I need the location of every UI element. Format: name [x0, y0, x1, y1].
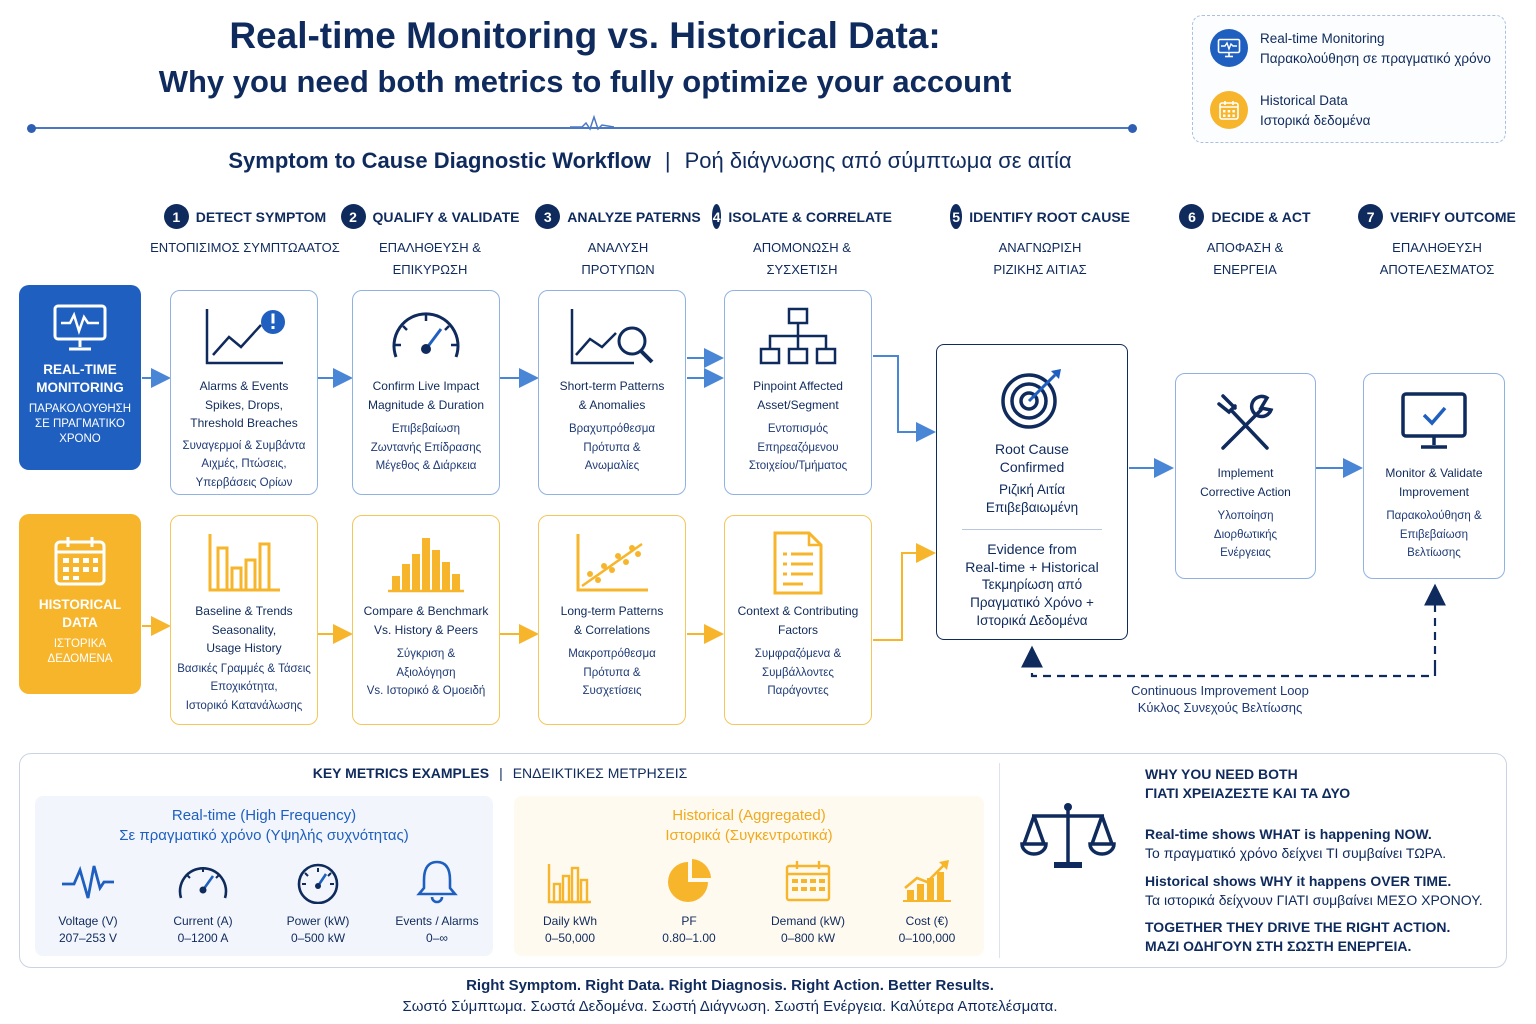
metric-demand: Demand (kW)0–800 kW — [753, 858, 863, 947]
rule-dot-right — [1128, 124, 1137, 133]
chart-magnifier-icon — [570, 309, 654, 365]
pie-chart-icon — [668, 859, 711, 902]
metric-cost: Cost (€)0–100,000 — [872, 858, 982, 947]
waveform-icon — [62, 865, 114, 899]
growth-chart-icon — [903, 860, 951, 902]
calendar-icon — [785, 861, 831, 902]
key-metrics-title: KEY METRICS EXAMPLES|ΕΝΔΕΙΚΤΙΚΕΣ ΜΕΤΡΗΣΕ… — [312, 765, 688, 781]
scatter-plot-icon — [576, 534, 648, 592]
document-icon — [773, 531, 823, 595]
why-line-realtime: Real-time shows WHAT is happening NOW.Το… — [1145, 826, 1447, 861]
why-line-historical: Historical shows WHY it happens OVER TIM… — [1145, 873, 1483, 908]
monitor-waveform-icon — [1210, 29, 1248, 67]
bar-chart-icon — [547, 864, 591, 904]
histogram-icon — [388, 538, 464, 593]
rule-pulse-icon — [570, 114, 614, 131]
legend-realtime: Real-time Monitoring Παρακολούθηση σε πρ… — [1260, 31, 1491, 66]
card-short-term-patterns: Short-term Patterns& Anomalies Βραχυπρόθ… — [538, 290, 686, 495]
historical-metrics-panel: Historical (Aggregated) Ιστορικά (Συγκεν… — [514, 796, 984, 956]
scales-icon — [1020, 803, 1116, 868]
metric-power: Power (kW)0–500 kW — [263, 860, 373, 947]
card-long-term-patterns: Long-term Patterns& Correlations Μακροπρ… — [538, 515, 686, 725]
target-icon — [1001, 369, 1061, 429]
title-rule — [30, 127, 1135, 129]
calendar-icon — [54, 537, 106, 586]
page-title: Real-time Monitoring vs. Historical Data… — [229, 15, 941, 56]
gauge-icon — [297, 863, 339, 905]
rule-dot-left — [27, 124, 36, 133]
monitor-waveform-icon — [53, 304, 107, 351]
realtime-metrics-panel: Real-time (High Frequency) Σε πραγματικό… — [35, 796, 493, 956]
metric-voltage: Voltage (V)207–253 V — [33, 860, 143, 947]
bar-chart-icon — [208, 534, 280, 592]
gauge-icon — [392, 312, 460, 358]
monitor-check-icon — [1401, 392, 1467, 449]
calendar-icon — [1210, 91, 1248, 129]
hierarchy-icon — [759, 307, 837, 365]
footer-tagline-en: Right Symptom. Right Data. Right Diagnos… — [466, 977, 994, 994]
legend — [1192, 15, 1506, 143]
line-chart-alert-icon — [205, 309, 285, 365]
bell-icon — [416, 860, 458, 904]
why-divider — [999, 763, 1000, 958]
workflow-title: Symptom to Cause Diagnostic Workflow|Ροή… — [228, 148, 1072, 173]
page-subtitle: Why you need both metrics to fully optim… — [158, 64, 1012, 99]
gauge-icon — [178, 866, 228, 899]
why-line-together: TOGETHER THEY DRIVE THE RIGHT ACTION.ΜΑΖ… — [1145, 919, 1451, 954]
metric-current: Current (A)0–1200 A — [148, 860, 258, 947]
legend-historical: Historical Data Ιστορικά δεδομένα — [1260, 93, 1371, 128]
tools-icon — [1216, 394, 1273, 450]
footer-tagline-gr: Σωστό Σύμπτωμα. Σωστά Δεδομένα. Σωστή Δι… — [402, 998, 1058, 1015]
